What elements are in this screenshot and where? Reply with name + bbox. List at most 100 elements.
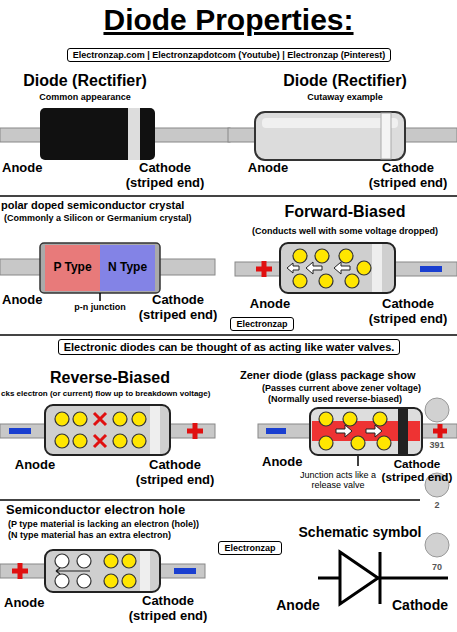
node-text: Electronzap [236, 319, 287, 329]
forward-biased-diode [287, 263, 299, 273]
diode-common [0, 108, 230, 160]
forward-biased-diode [293, 249, 371, 288]
note-text: (P type material is lacking an electron … [8, 519, 248, 529]
minus-sign [420, 266, 442, 272]
note-text: 391 [422, 440, 452, 450]
reverse-biased-diode [132, 434, 146, 448]
hole-diode [140, 551, 150, 591]
hole-diode [104, 554, 136, 588]
minus-sign [174, 568, 196, 574]
hole-diode [104, 554, 118, 568]
forward-biased-diode [235, 243, 457, 293]
hole-diode [122, 554, 136, 568]
forward-biased-diode [319, 274, 333, 288]
part-label: Anode [238, 161, 298, 176]
zener-diode [357, 456, 359, 466]
forward-biased-diode [357, 261, 371, 275]
note-text: (Conducts well with some voltage dropped… [234, 226, 456, 236]
node-text: Electronzap [224, 543, 275, 553]
part-label: Zener diode (glass package show [240, 369, 457, 382]
zener-diode [336, 425, 352, 437]
reverse-biased-diode [45, 405, 170, 455]
minus-sign [9, 428, 31, 434]
zener-diode [398, 409, 408, 454]
section-heading: Schematic symbol [290, 524, 430, 540]
diode-common [128, 108, 140, 160]
zener-diode [319, 436, 333, 450]
section-heading: Diode (Rectifier) [0, 72, 170, 90]
forward-biased-diode [293, 249, 307, 263]
zener-diode [319, 412, 391, 450]
part-label: Cathode (striped end) [361, 297, 456, 327]
text-badge: Electronzap.com | Electronzapdotcom (You… [67, 48, 391, 62]
hole-diode [55, 554, 69, 568]
node-text: P Type [53, 261, 91, 275]
part-label: Anode [5, 458, 65, 473]
part-label: Cathode (striped end) [128, 458, 223, 488]
note-text: (Commonly a Silicon or Germanium crystal… [4, 213, 234, 223]
hole-diode [122, 574, 136, 588]
diode-cutaway [228, 112, 457, 160]
hole-diode [77, 574, 91, 588]
part-label: Anode [4, 596, 64, 611]
reverse-biased-diode [150, 406, 160, 454]
reverse-biased-diode [55, 412, 146, 448]
reverse-biased-diode [113, 412, 127, 426]
hole-diode [104, 574, 118, 588]
forward-biased-diode [280, 243, 395, 293]
schematic-symbol [318, 577, 448, 580]
diode-cutaway [381, 113, 391, 159]
forward-biased-diode [334, 262, 350, 274]
part-label: Anode [2, 293, 62, 308]
forward-biased-diode [306, 262, 322, 274]
note-text: (Normally used reverse-biased) [268, 394, 457, 404]
reverse-biased-diode [113, 434, 127, 448]
zener-diode [336, 425, 382, 437]
part-label: Cathode (striped end) [131, 293, 226, 323]
part-label: Anode [240, 297, 300, 312]
hole-diode [45, 550, 160, 592]
reverse-biased-diode [55, 412, 69, 426]
note-text: 70 [425, 562, 449, 572]
note-text: Cutaway example [245, 92, 445, 102]
part-label: Cathode (striped end) [361, 161, 456, 191]
note-text: 2 [427, 500, 447, 510]
social-icon [425, 533, 449, 557]
section-divider [0, 195, 457, 197]
forward-biased-diode [293, 274, 307, 288]
hole-diode [56, 568, 90, 574]
schematic-symbol [379, 552, 382, 604]
section-heading: Reverse-Biased [10, 369, 210, 387]
note-text: cks electron (or current) flow up to bre… [1, 389, 241, 398]
schematic-symbol [318, 552, 448, 604]
diode-cutaway [255, 112, 405, 160]
text-badge: Electronzap [230, 317, 293, 331]
minus-sign [266, 428, 286, 434]
plus-sign [187, 423, 203, 439]
diode-common [40, 108, 155, 160]
reverse-biased-diode [73, 434, 87, 448]
title: Diode Properties: [0, 3, 457, 38]
hole-diode [55, 554, 91, 588]
zener-diode [310, 408, 422, 455]
section-divider [0, 499, 420, 501]
plus-sign [433, 424, 447, 438]
note-text: Common appearance [0, 92, 170, 102]
part-label: polar doped semiconductor crystal [1, 199, 231, 212]
section-heading: Forward-Biased [240, 203, 450, 221]
part-label: Cathode (striped end) [118, 161, 213, 191]
zener-diode [377, 436, 391, 450]
forward-biased-diode [372, 244, 382, 292]
reverse-biased-diode [132, 412, 146, 426]
reverse-biased-diode [55, 434, 69, 448]
semiconductor-region: P Type [45, 245, 100, 291]
semiconductor-region: N Type [100, 245, 155, 291]
zener-diode [373, 412, 387, 426]
note-text: (N type material has an extra electron) [8, 530, 248, 540]
part-label: Semiconductor electron hole [6, 503, 246, 518]
node-text: Electronzap.com | Electronzapdotcom (You… [73, 50, 385, 60]
pn-crystal [40, 243, 160, 293]
note-text: p-n junction [65, 302, 135, 312]
part-label: Cathode (striped end) [379, 457, 456, 484]
section-heading: Cathode [392, 597, 457, 613]
